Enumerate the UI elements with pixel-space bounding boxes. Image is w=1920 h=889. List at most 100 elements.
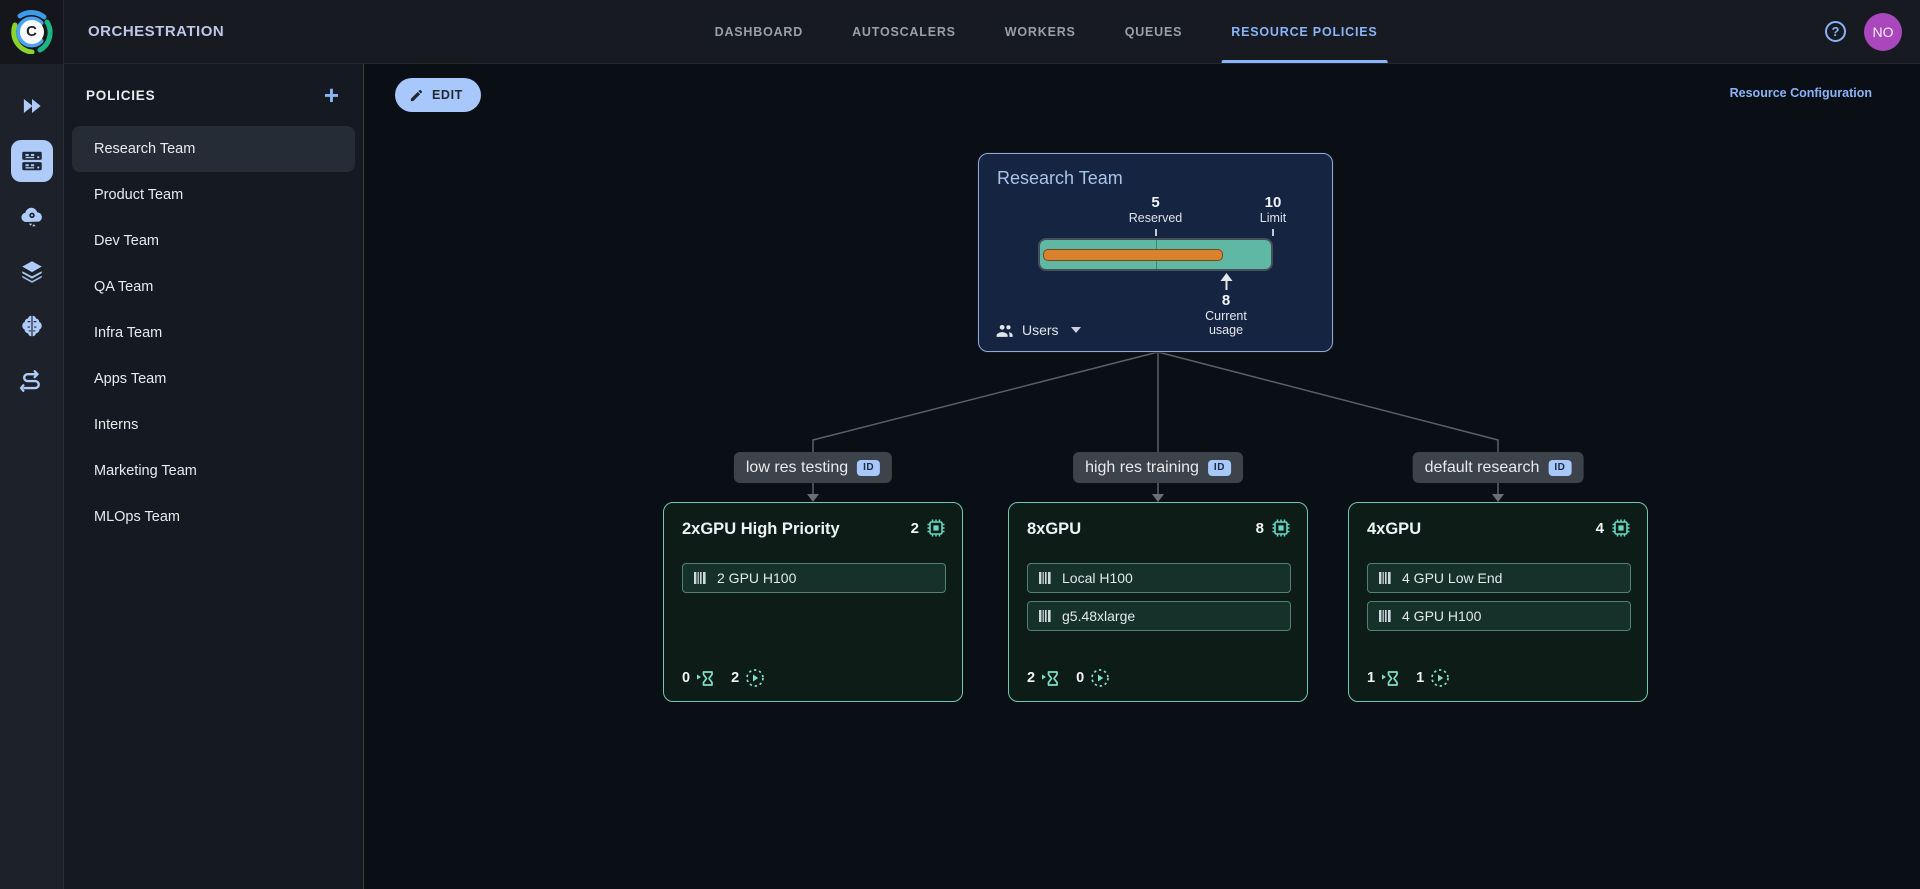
reserved-value: 5 — [1151, 194, 1160, 211]
barcode-icon — [694, 572, 706, 584]
worker-card-4xgpu[interactable]: 4xGPU 4 4 GPU Low End — [1348, 502, 1648, 702]
quota-bar — [1038, 238, 1273, 271]
reserved-label: Reserved — [1128, 211, 1183, 225]
edge-label-high-res-training[interactable]: high res training ID — [1073, 452, 1243, 483]
policy-item-qa-team[interactable]: QA Team — [94, 279, 154, 295]
root-policy-node[interactable]: Research Team 5 Reserved 10 Limit — [978, 153, 1333, 352]
tab-autoscalers[interactable]: AUTOSCALERS — [852, 24, 956, 39]
limit-mark: 10 Limit — [1260, 194, 1286, 225]
gpu-count: 4 — [1595, 519, 1604, 537]
brain-icon — [21, 315, 42, 336]
worker-card-title: 4xGPU — [1367, 520, 1422, 538]
rail-item-route[interactable] — [8, 353, 56, 408]
policy-item-apps-team[interactable]: Apps Team — [94, 371, 167, 387]
resource-chip-label: g5.48xlarge — [1062, 608, 1136, 624]
app-logo[interactable]: C — [0, 0, 64, 64]
resource-chip: Local H100 — [1027, 563, 1291, 593]
pending-hourglass-icon — [1382, 670, 1398, 686]
tab-workers[interactable]: WORKERS — [1004, 24, 1076, 39]
help-icon[interactable]: ? — [1825, 21, 1846, 42]
pending-count: 2 — [1027, 670, 1036, 686]
edge-label-text: default research — [1424, 458, 1540, 476]
running-play-icon — [1091, 669, 1110, 687]
running-stat: 0 — [1076, 668, 1110, 688]
rail-item-layers[interactable] — [8, 243, 56, 298]
gpu-chip-icon — [1612, 519, 1630, 537]
running-stat: 2 — [731, 668, 765, 688]
limit-tick-mark — [1272, 229, 1274, 236]
pending-stat: 2 — [1027, 670, 1060, 687]
edge-label-text: low res testing — [745, 458, 849, 476]
worker-card-title: 8xGPU — [1027, 520, 1082, 538]
edge-label-text: high res training — [1085, 458, 1199, 476]
edit-button[interactable]: EDIT — [395, 78, 481, 112]
current-usage-marker: 8 Current usage — [1203, 273, 1250, 337]
gpu-count: 2 — [910, 519, 919, 537]
rail-item-fast-forward[interactable] — [8, 78, 56, 133]
resource-configuration-link[interactable]: Resource Configuration — [1729, 86, 1872, 100]
pending-stat: 0 — [682, 670, 715, 687]
gpu-chip-icon — [927, 519, 945, 537]
limit-label: Limit — [1259, 211, 1287, 225]
policies-title: POLICIES — [86, 87, 156, 103]
resource-chip-label: 2 GPU H100 — [717, 570, 797, 586]
usage-bar — [1043, 248, 1223, 261]
rail-item-brain[interactable] — [8, 298, 56, 353]
logo-letter: C — [19, 19, 44, 44]
policy-item-research-team[interactable]: Research Team — [72, 126, 355, 172]
add-policy-button[interactable]: + — [323, 80, 339, 110]
id-badge[interactable]: ID — [857, 459, 881, 476]
resource-chip: 2 GPU H100 — [682, 563, 946, 593]
edge-label-low-res-testing[interactable]: low res testing ID — [733, 452, 893, 483]
gpu-chip-icon — [1272, 519, 1290, 537]
reserved-mark: 5 Reserved — [1129, 194, 1183, 225]
barcode-icon — [1379, 610, 1391, 622]
layers-icon — [21, 260, 42, 283]
tab-dashboard[interactable]: DASHBOARD — [714, 24, 804, 39]
policy-item-dev-team[interactable]: Dev Team — [94, 233, 160, 249]
resource-chip-label: Local H100 — [1062, 570, 1133, 586]
worker-card-8xgpu[interactable]: 8xGPU 8 Local H100 — [1008, 502, 1308, 702]
chevron-down-icon — [1070, 327, 1081, 333]
current-usage-value: 8 — [1221, 292, 1231, 309]
pending-hourglass-icon — [1042, 670, 1058, 686]
current-usage-label: Current usage — [1205, 309, 1247, 337]
worker-card-2xgpu-high-priority[interactable]: 2xGPU High Priority 2 2 GPU H100 0 — [663, 502, 963, 702]
fast-forward-icon — [23, 98, 41, 113]
policy-tree-canvas: EDIT Resource Configuration Research Tea… — [364, 64, 1920, 889]
root-node-title: Research Team — [997, 168, 1123, 188]
users-dropdown[interactable]: Users — [995, 322, 1081, 338]
running-count: 1 — [1416, 670, 1425, 686]
policy-item-product-team[interactable]: Product Team — [94, 187, 184, 203]
avatar[interactable]: NO — [1864, 12, 1902, 51]
pending-count: 0 — [682, 670, 691, 686]
up-arrow-icon — [1220, 273, 1232, 281]
app-title: ORCHESTRATION — [88, 23, 225, 40]
policy-item-marketing-team[interactable]: Marketing Team — [94, 463, 197, 479]
pencil-icon — [410, 89, 423, 101]
running-stat: 1 — [1416, 668, 1450, 688]
policy-item-interns[interactable]: Interns — [94, 417, 139, 433]
rail-item-cloud[interactable] — [8, 188, 56, 243]
resource-chip-label: 4 GPU Low End — [1402, 570, 1503, 586]
reserved-tick-mark — [1154, 229, 1157, 236]
id-badge[interactable]: ID — [1207, 459, 1231, 476]
worker-card-title: 2xGPU High Priority — [682, 520, 840, 538]
edge-label-default-research[interactable]: default research ID — [1412, 452, 1584, 483]
policies-panel: POLICIES + Research Team Product Team De… — [64, 64, 364, 889]
rail-item-servers[interactable] — [8, 133, 56, 188]
running-play-icon — [1431, 669, 1450, 687]
gpu-count: 8 — [1255, 519, 1264, 537]
server-rack-icon — [21, 151, 42, 170]
resource-chip: 4 GPU H100 — [1367, 601, 1631, 631]
top-nav-bar: C ORCHESTRATION DASHBOARD AUTOSCALERS WO… — [0, 0, 1920, 64]
tab-queues[interactable]: QUEUES — [1124, 24, 1183, 39]
barcode-icon — [1039, 610, 1051, 622]
id-badge[interactable]: ID — [1548, 459, 1572, 476]
policy-item-mlops-team[interactable]: MLOps Team — [94, 509, 180, 525]
policy-item-infra-team[interactable]: Infra Team — [94, 325, 163, 341]
barcode-icon — [1039, 572, 1051, 584]
cloud-gear-icon — [20, 207, 42, 226]
tab-resource-policies[interactable]: RESOURCE POLICIES — [1221, 0, 1388, 63]
running-count: 2 — [731, 670, 740, 686]
